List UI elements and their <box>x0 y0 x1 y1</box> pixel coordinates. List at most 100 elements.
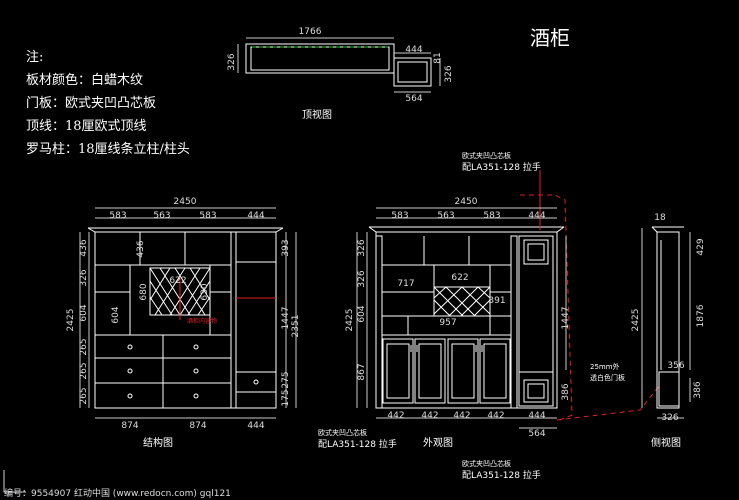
structure-text-265c: 265 <box>79 387 89 404</box>
structure-red-label: 酒柜内容物 <box>187 317 217 325</box>
exterior-text-957: 957 <box>439 318 456 328</box>
structure-text-583b: 583 <box>199 211 216 221</box>
side-text-1876: 1876 <box>696 304 706 327</box>
structure-text-175: 175 <box>281 389 291 406</box>
exterior-text-1447: 1447 <box>561 307 571 330</box>
side-base <box>658 371 680 407</box>
exterior-door-2-panel <box>418 343 442 399</box>
structure-knob-7 <box>253 379 259 385</box>
exterior-red-dash-bottom <box>556 384 661 421</box>
structure-text-563: 563 <box>153 211 170 221</box>
note-board-color: 板材颜色：白蜡木纹 <box>26 73 144 88</box>
structure-text-680: 680 <box>139 283 149 300</box>
structure-text-inner604: 604 <box>111 306 121 323</box>
structure-text-604: 604 <box>79 304 89 321</box>
callout-side-a: 25mm外 <box>590 362 620 371</box>
notes-heading: 注: <box>26 50 44 65</box>
structure-text-265b: 265 <box>79 362 89 379</box>
side-text-356: 356 <box>667 361 684 371</box>
note-top-line: 顶线：18厘欧式顶线 <box>26 119 147 134</box>
drawing-title: 酒柜 <box>530 26 570 50</box>
exterior-rack-diag-a <box>433 286 491 317</box>
top-view-extension <box>393 57 432 87</box>
side-text-429: 429 <box>696 238 706 255</box>
structure-knob-3 <box>127 368 133 374</box>
structure-text-393: 393 <box>281 239 291 256</box>
ucs-axis-icon <box>3 470 26 493</box>
exterior-text-564: 564 <box>528 429 545 439</box>
structure-text-444b: 444 <box>247 421 264 431</box>
top-view-inner <box>250 46 390 71</box>
structure-text-622: 622 <box>169 276 186 286</box>
exterior-door-1 <box>382 338 414 404</box>
dim-text-1766: 1766 <box>299 27 322 37</box>
structure-rack-diag-b <box>149 267 211 316</box>
exterior-view <box>356 170 661 429</box>
side-text-18: 18 <box>654 213 666 223</box>
structure-text-874b: 874 <box>189 421 206 431</box>
callout-top-a: 欧式夹凹凸芯板 <box>462 151 511 160</box>
exterior-door-4-panel <box>483 343 507 399</box>
structure-text-2450: 2450 <box>174 197 197 207</box>
exterior-text-442c: 442 <box>453 411 470 421</box>
exterior-text-2450: 2450 <box>455 197 478 207</box>
dim-text-326b: 326 <box>444 65 454 82</box>
caption-side: 侧视图 <box>651 436 681 449</box>
callout-bottom-a: 欧式夹凹凸芯板 <box>318 428 367 437</box>
exterior-tall-door-top-in <box>527 243 545 261</box>
exterior-text-442b: 442 <box>421 411 438 421</box>
exterior-cornice-r <box>556 226 565 233</box>
exterior-text-583a: 583 <box>391 211 408 221</box>
callout-bottom2-b: 配LA351-128 拉手 <box>462 469 541 481</box>
dim-text-326: 326 <box>227 53 237 70</box>
structure-text-1447: 1447 <box>281 307 291 330</box>
exterior-door-3-panel <box>451 343 475 399</box>
footer-watermark: 编号：9554907 红动中国 (www.redocn.com) gql121 <box>4 489 231 499</box>
structure-text-583a: 583 <box>109 211 126 221</box>
structure-knob-4 <box>193 368 199 374</box>
exterior-text-444b: 444 <box>528 411 545 421</box>
exterior-tall-door-bottom-in <box>527 383 545 399</box>
exterior-outline <box>375 231 558 409</box>
exterior-text-386: 386 <box>561 383 571 400</box>
callout-side-b: 透白色门板 <box>590 373 625 382</box>
structure-text-inner436: 436 <box>136 240 146 257</box>
exterior-tall-door-bottom <box>523 379 549 403</box>
structure-text-275: 275 <box>281 371 291 388</box>
side-outline <box>656 231 680 409</box>
structure-text-444: 444 <box>247 211 264 221</box>
side-view <box>641 226 691 419</box>
caption-top-view: 顶视图 <box>302 108 332 121</box>
exterior-text-442a: 442 <box>387 411 404 421</box>
exterior-cornice-l <box>368 226 377 233</box>
exterior-tall-door <box>518 235 554 407</box>
note-roman-column: 罗马柱：18厘线条立柱/柱头 <box>26 142 190 157</box>
exterior-door-1-panel <box>386 343 410 399</box>
structure-cornice-r <box>275 227 284 233</box>
exterior-text-622: 622 <box>451 273 468 283</box>
top-view <box>237 37 441 93</box>
exterior-text-717: 717 <box>397 279 414 289</box>
structure-text-436: 436 <box>79 239 89 256</box>
structure-text-326: 326 <box>79 269 89 286</box>
exterior-column-left <box>375 235 383 409</box>
exterior-text-326b: 326 <box>357 270 367 287</box>
structure-knob-2 <box>193 344 199 350</box>
exterior-rack-diag-b <box>433 286 491 317</box>
exterior-red-dash-right <box>520 194 573 421</box>
top-view-extension-inner <box>397 61 428 83</box>
callout-top-b: 配LA351-128 拉手 <box>462 161 541 173</box>
callout-bottom2-a: 欧式夹凹凸芯板 <box>462 459 511 468</box>
note-door-panel: 门板：欧式夹凹凸芯板 <box>26 96 157 111</box>
structure-knob-6 <box>193 393 199 399</box>
structure-text-630: 630 <box>200 283 210 300</box>
exterior-text-867: 867 <box>357 363 367 380</box>
structure-cornice-l <box>87 227 96 233</box>
caption-exterior: 外观图 <box>423 437 453 449</box>
structure-text-265a: 265 <box>79 338 89 355</box>
exterior-door-2 <box>414 338 446 404</box>
exterior-text-442d: 442 <box>487 411 504 421</box>
exterior-text-604: 604 <box>357 305 367 322</box>
exterior-text-444: 444 <box>528 211 545 221</box>
